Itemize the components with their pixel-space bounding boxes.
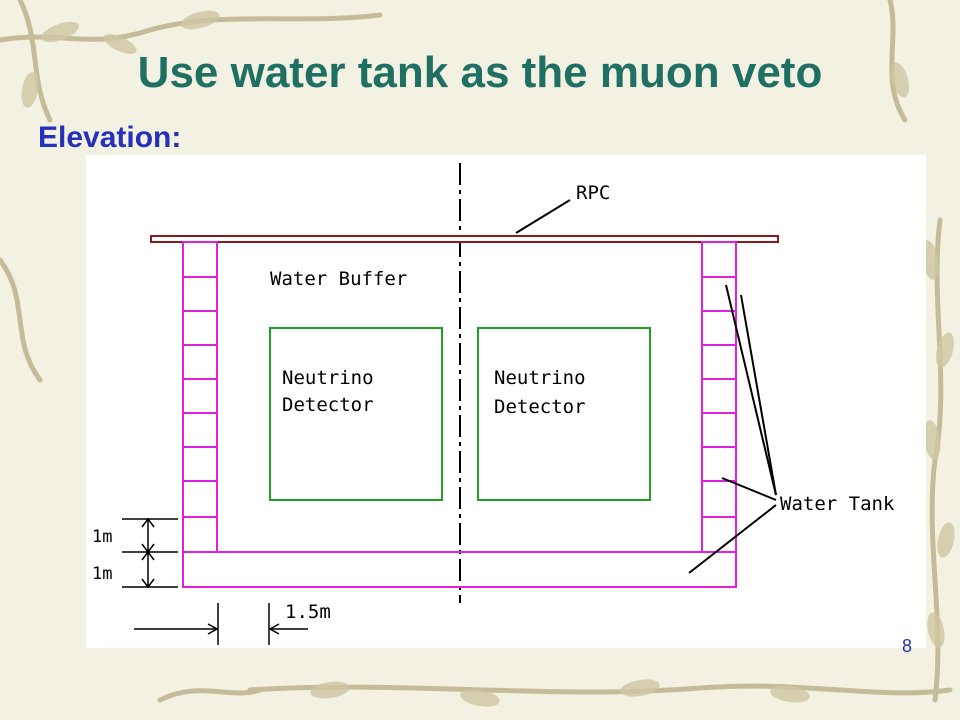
rpc-label: RPC xyxy=(576,182,610,204)
water-tank-leader-4 xyxy=(688,504,777,574)
detector-right-label-line2: Detector xyxy=(494,396,586,418)
detector-left-label-line2: Detector xyxy=(282,394,374,416)
water-tank-walls xyxy=(182,241,737,588)
dimension-label-top-1m: 1m xyxy=(92,527,112,547)
slide-subtitle: Elevation: xyxy=(38,121,182,154)
page-number: 8 xyxy=(902,636,913,656)
vertical-dimension xyxy=(122,517,178,589)
dimension-label-1-5m: 1.5m xyxy=(285,601,331,623)
water-buffer-label: Water Buffer xyxy=(270,268,407,290)
water-tank-leader-3 xyxy=(721,477,777,501)
neutrino-detector-left xyxy=(269,327,443,501)
bottom-tank-floor xyxy=(182,551,737,588)
diagram-canvas: RPC Water Buffer Neutrino Detector Neutr… xyxy=(92,163,895,645)
right-tank-wall xyxy=(701,241,737,553)
water-tank-leader-1 xyxy=(725,284,777,496)
detector-right-label-line1: Neutrino xyxy=(494,367,586,389)
horizontal-dimension xyxy=(134,603,308,645)
dimension-label-bottom-1m: 1m xyxy=(92,564,112,584)
neutrino-detector-right xyxy=(477,327,651,501)
slide-title: Use water tank as the muon veto xyxy=(137,48,823,97)
water-tank-leader-2 xyxy=(740,294,777,496)
water-tank-label: Water Tank xyxy=(780,493,895,515)
rpc-leader-line xyxy=(515,199,571,234)
detector-left-label-line1: Neutrino xyxy=(282,367,374,389)
left-tank-wall xyxy=(182,241,218,553)
elevation-diagram: RPC Water Buffer Neutrino Detector Neutr… xyxy=(86,155,926,648)
leader-lines xyxy=(515,199,777,574)
rpc-plate xyxy=(150,235,779,243)
